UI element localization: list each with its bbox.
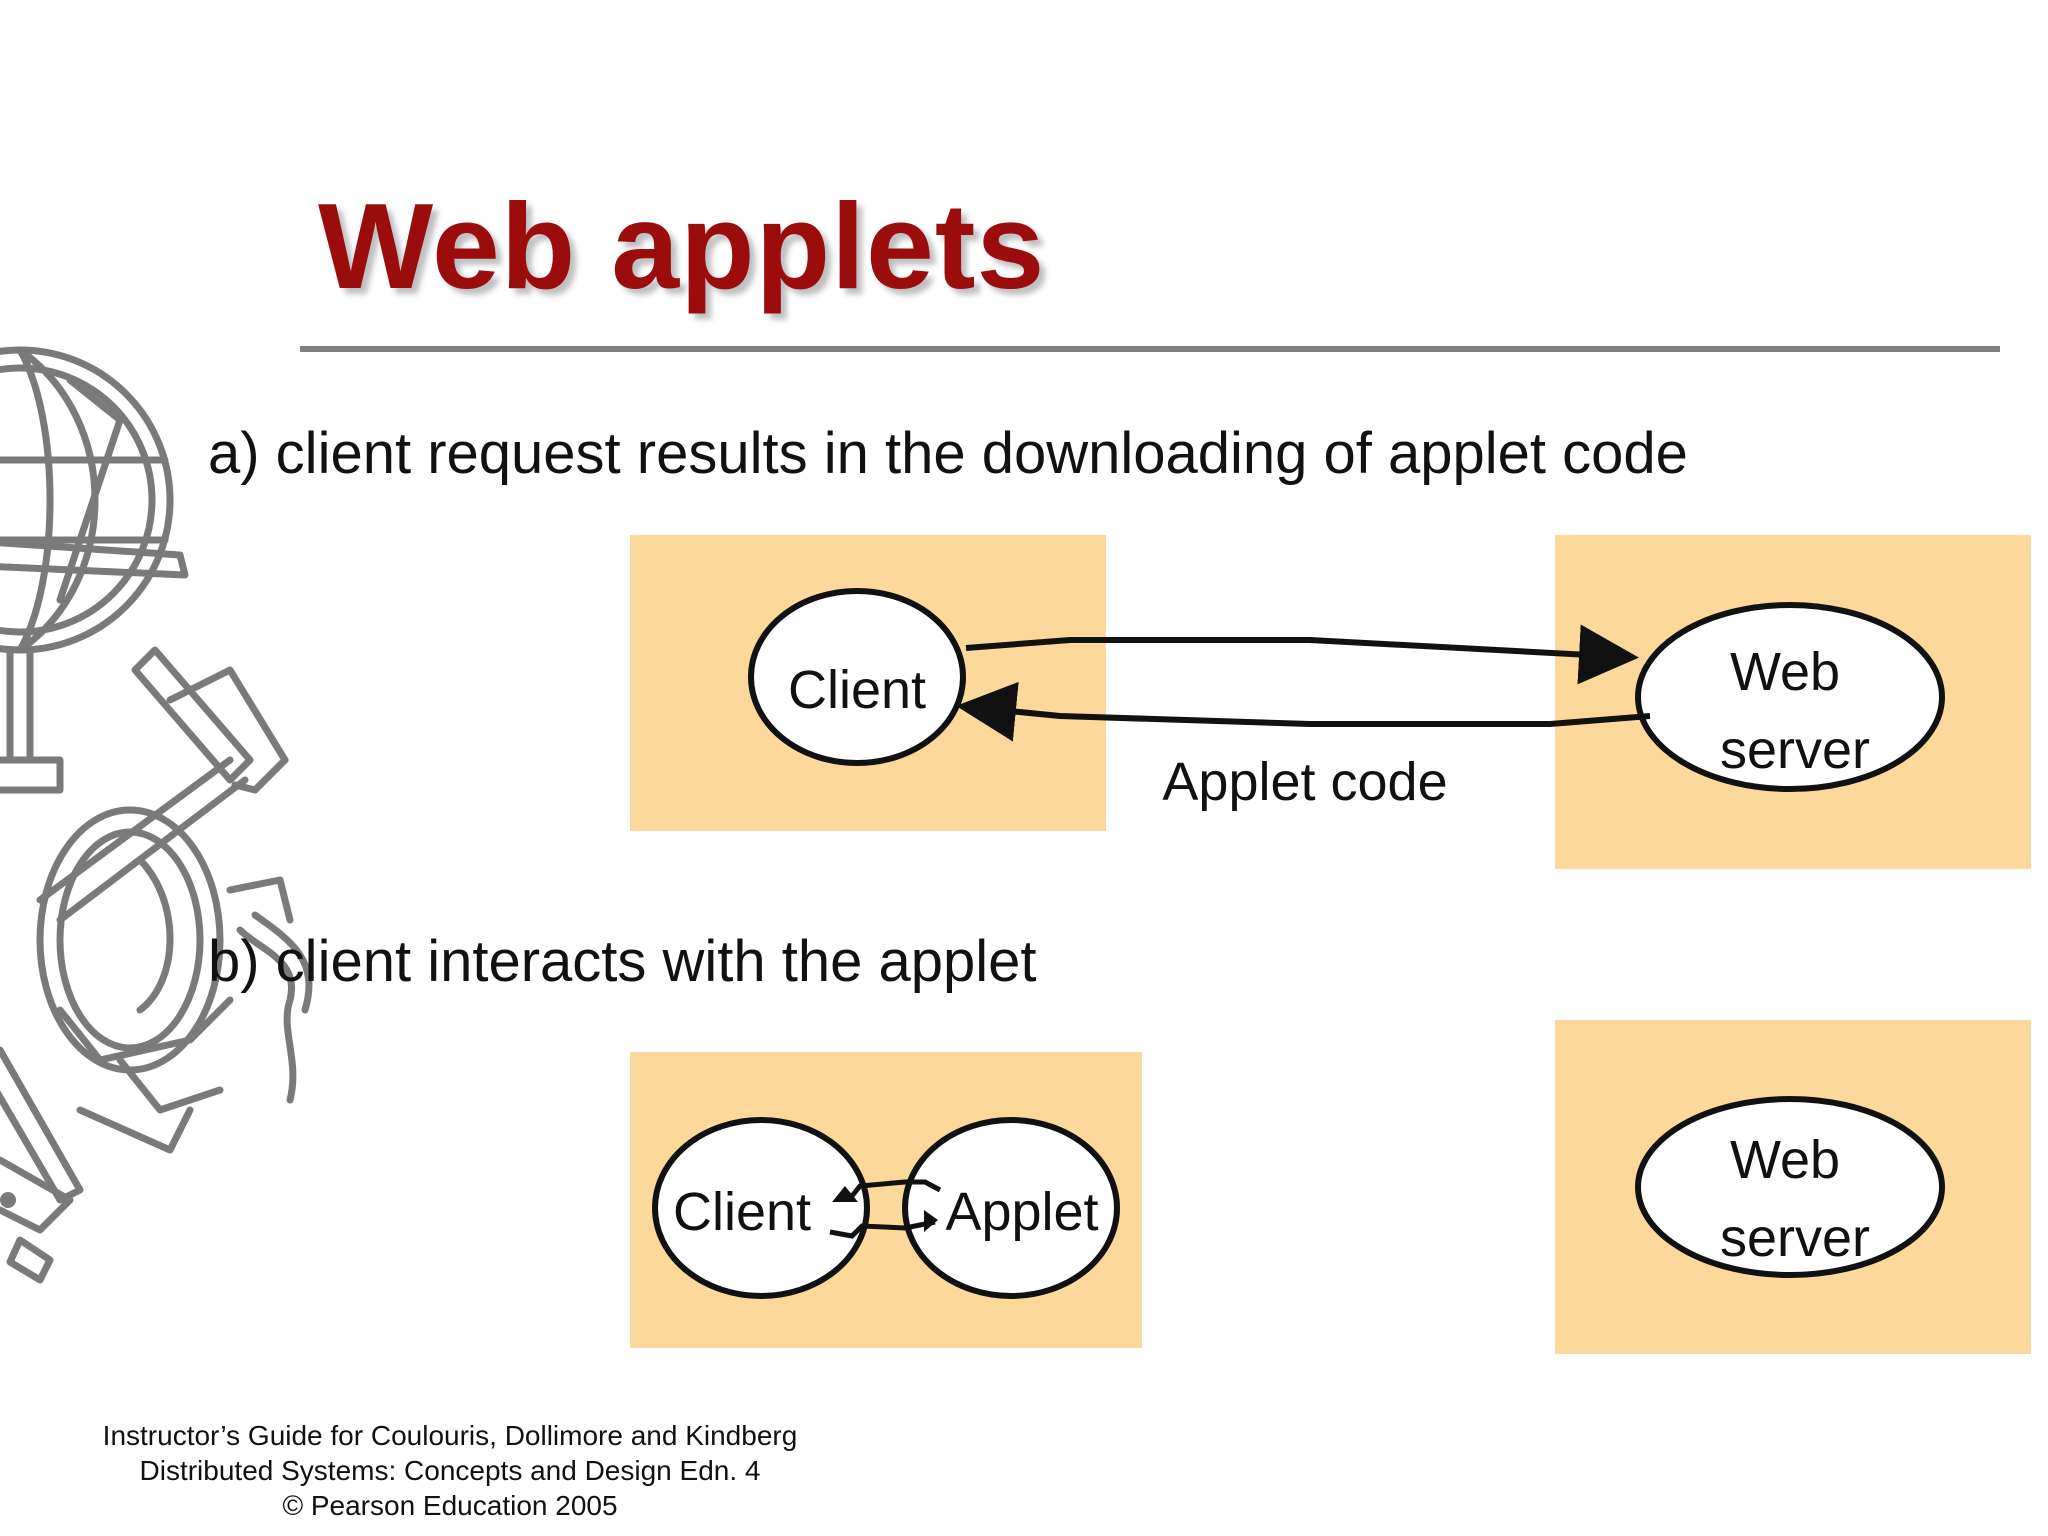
caption-a: a) client request results in the downloa… — [208, 421, 1688, 486]
client-node-b — [652, 1117, 870, 1299]
server-label-a-line1: Web — [1730, 642, 1840, 702]
footer-line-1: Instructor’s Guide for Coulouris, Dollim… — [102, 1420, 798, 1451]
applet-interaction-arrow-bottom — [829, 1219, 936, 1239]
caption-b: b) client interacts with the applet — [208, 929, 1037, 994]
server-label-b-line2: server — [1720, 1208, 1870, 1268]
applet-label-b: Applet — [945, 1182, 1098, 1242]
server-node-a — [1635, 602, 1945, 792]
request-arrow — [965, 624, 1639, 685]
applet-code-label: Applet code — [1162, 752, 1447, 812]
client-node-a — [748, 588, 966, 766]
footer-line-3: © Pearson Education 2005 — [282, 1490, 618, 1521]
server-label-b-line1: Web — [1730, 1130, 1840, 1190]
applet-code-arrow — [956, 681, 1651, 742]
interaction-arrowhead-up — [832, 1186, 858, 1202]
slide-title: Web applets — [318, 178, 1046, 314]
server-node-b — [1635, 1096, 1945, 1278]
footer-line-2: Distributed Systems: Concepts and Design… — [139, 1455, 761, 1486]
title-divider — [300, 346, 2000, 352]
client-label-b: Client — [673, 1182, 811, 1242]
interaction-arrowhead-right — [924, 1210, 938, 1232]
applet-node-b — [902, 1117, 1120, 1299]
server-label-a-line2: server — [1720, 720, 1870, 780]
footer-citation: Instructor’s Guide for Coulouris, Dollim… — [0, 1418, 900, 1523]
applet-interaction-arrow-top — [850, 1179, 942, 1198]
client-label-a: Client — [788, 660, 926, 720]
